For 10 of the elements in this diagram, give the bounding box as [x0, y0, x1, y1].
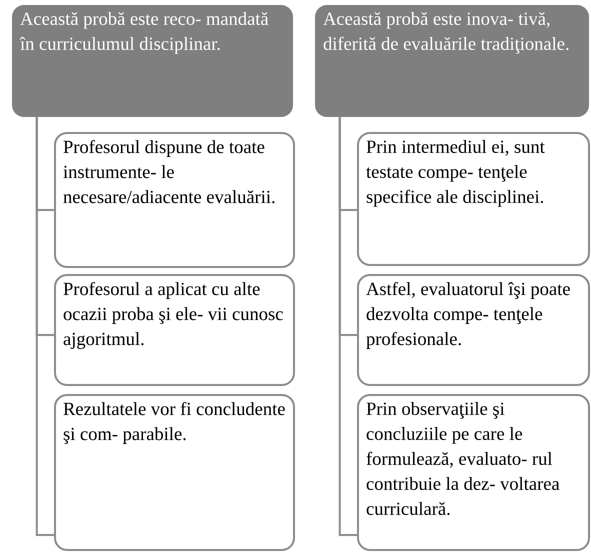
- text-box: Prin observaţiile şi concluziile pe care le formulează, evaluato- rul contribuie la dez- voltarea curriculară.: [357, 394, 590, 551]
- text-box: Profesorul a aplicat cu alte ocazii proba şi ele- vii cunosc ajgoritmul.: [54, 274, 295, 386]
- connector-line: [338, 117, 357, 536]
- text-box: Prin intermediul ei, sunt testate compe- tenţele specifice ale disciplinei.: [357, 132, 590, 266]
- heading-box: Această probă este reco- mandată în curriculumul disciplinar.: [12, 5, 293, 117]
- text-box: Profesorul dispune de toate instrumente- le necesare/adiacente evaluării.: [54, 132, 295, 268]
- connector-line: [36, 117, 54, 536]
- text-box: Rezultatele vor fi concludente şi com- parabile.: [54, 394, 295, 551]
- heading-box: Această probă este inova- tivă, diferită de evaluările tradiţionale.: [315, 5, 589, 117]
- text-box: Astfel, evaluatorul îşi poate dezvolta compe- tenţele profesionale.: [357, 274, 590, 386]
